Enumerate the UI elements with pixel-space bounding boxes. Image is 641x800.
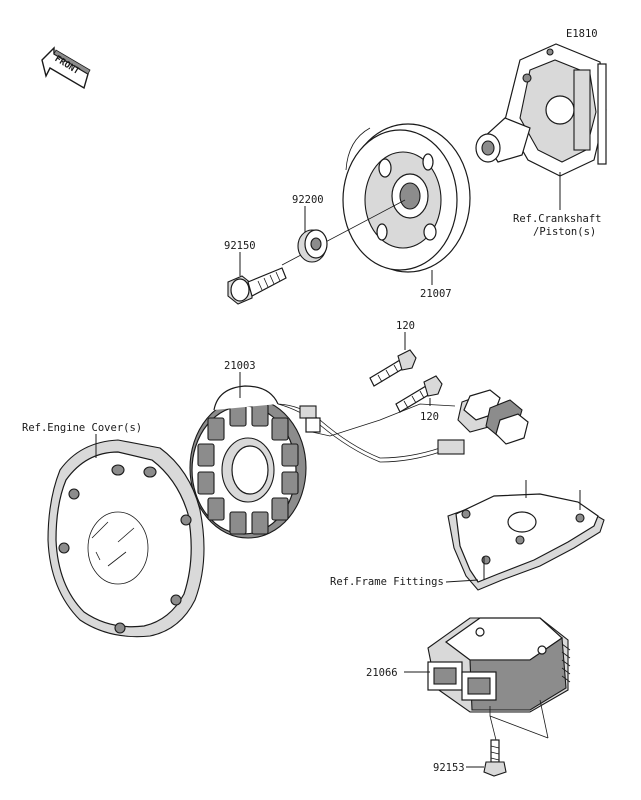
bolt-bottom-part-label: 92153 xyxy=(433,762,465,774)
frame-fittings-ref-label: Ref.Frame Fittings xyxy=(330,576,444,588)
washer-illustration xyxy=(297,229,328,263)
stator-part-label: 21003 xyxy=(224,360,256,372)
frame-bracket-illustration xyxy=(447,480,605,591)
regulator-illustration xyxy=(427,617,571,713)
regulator-part-label: 21066 xyxy=(366,667,398,679)
bolt-120-a-illustration xyxy=(369,349,417,387)
crankshaft-illustration xyxy=(475,43,607,177)
crankshaft-ref-label-2: /Piston(s) xyxy=(533,226,596,238)
flywheel-part-label: 21007 xyxy=(420,288,452,300)
front-arrow-icon: FRONT xyxy=(41,46,91,90)
diagram-code: E1810 xyxy=(566,28,598,40)
flywheel-illustration xyxy=(342,123,471,273)
engine-cover-ref-label: Ref.Engine Cover(s) xyxy=(22,422,142,434)
stator-illustration xyxy=(189,385,307,539)
crankshaft-ref-label-1: Ref.Crankshaft xyxy=(513,213,602,225)
bolt-120-b-label: 120 xyxy=(420,411,439,423)
bolt-top-part-label: 92150 xyxy=(224,240,256,252)
bolt-120-b-illustration xyxy=(395,375,443,413)
bolt-92150-illustration xyxy=(227,267,287,305)
engine-cover-illustration xyxy=(47,439,205,638)
wiring-harness-illustration xyxy=(277,389,529,463)
bolt-120-a-label: 120 xyxy=(396,320,415,332)
washer-part-label: 92200 xyxy=(292,194,324,206)
bolt-92153-illustration xyxy=(483,739,507,777)
